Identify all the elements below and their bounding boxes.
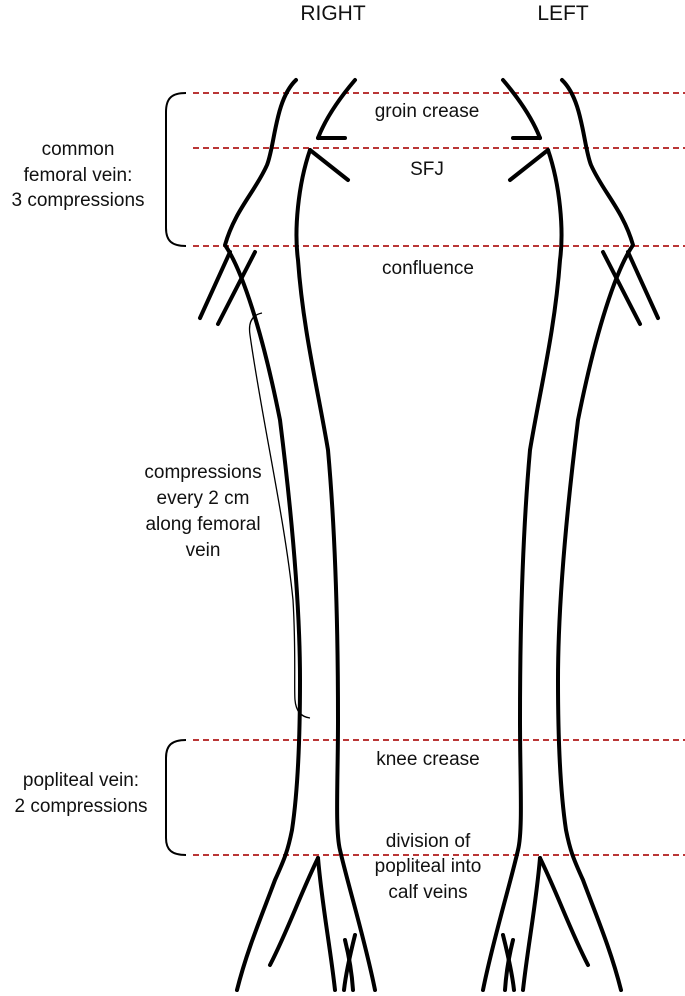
common-femoral-label-line-1: common [42,139,115,160]
right-main-vein-outer-wall [223,78,302,992]
femoral-label-line-4: vein [186,540,221,561]
popliteal-label-line-1: popliteal vein: [23,770,139,791]
right-leg-header: RIGHT [300,2,366,25]
left-leg-veins [481,78,660,992]
left-calf-branch-c [503,938,515,992]
left-profunda-inner [601,250,642,326]
division-label-line-2: popliteal into [375,856,482,877]
right-calf-branch-c [343,938,355,992]
right-calf-branch-b [316,856,337,992]
left-calf-branch-a [538,856,590,967]
right-calf-branch-d [342,933,357,992]
popliteal-annotation: popliteal vein: 2 compressions [14,739,187,856]
left-calf-branch-b [521,856,542,992]
left-calf-branch-d [501,933,516,992]
knee-crease-label: knee crease [376,749,480,770]
femoral-label-line-1: compressions [144,462,261,483]
popliteal-label-line-2: 2 compressions [14,796,147,817]
left-leg-header: LEFT [537,2,589,25]
common-femoral-label-line-3: 3 compressions [11,190,144,211]
femoral-label-line-2: every 2 cm [157,488,250,509]
right-calf-branch-a [268,856,320,967]
right-profunda-inner [216,250,257,326]
common-femoral-label-line-2: femoral vein: [24,165,133,186]
right-profunda-outer [198,250,232,320]
division-label-line-3: calf veins [388,882,467,903]
femoral-thin-bracket [248,312,311,719]
groin-crease-label: groin crease [375,101,480,122]
landmark-guide-lines [193,92,685,856]
division-label-line-1: division of [386,831,471,852]
left-main-vein-outer-wall [556,78,635,992]
left-main-vein-inner-wall [481,78,564,992]
left-profunda-outer [626,250,660,320]
confluence-label: confluence [382,258,474,279]
sfj-label: SFJ [410,159,444,180]
left-sfj-lower-stub [508,148,550,182]
common-femoral-annotation: common femoral vein: 3 compressions [11,92,187,247]
right-leg-veins [198,78,377,992]
right-sfj-lower-stub [308,148,350,182]
popliteal-bracket [165,739,187,856]
femoral-annotation: compressions every 2 cm along femoral ve… [144,312,311,719]
landmark-labels: groin crease SFJ confluence knee crease … [375,101,482,903]
right-main-vein-inner-wall [294,78,377,992]
femoral-label-line-3: along femoral [145,514,260,535]
common-femoral-bracket [165,92,187,247]
